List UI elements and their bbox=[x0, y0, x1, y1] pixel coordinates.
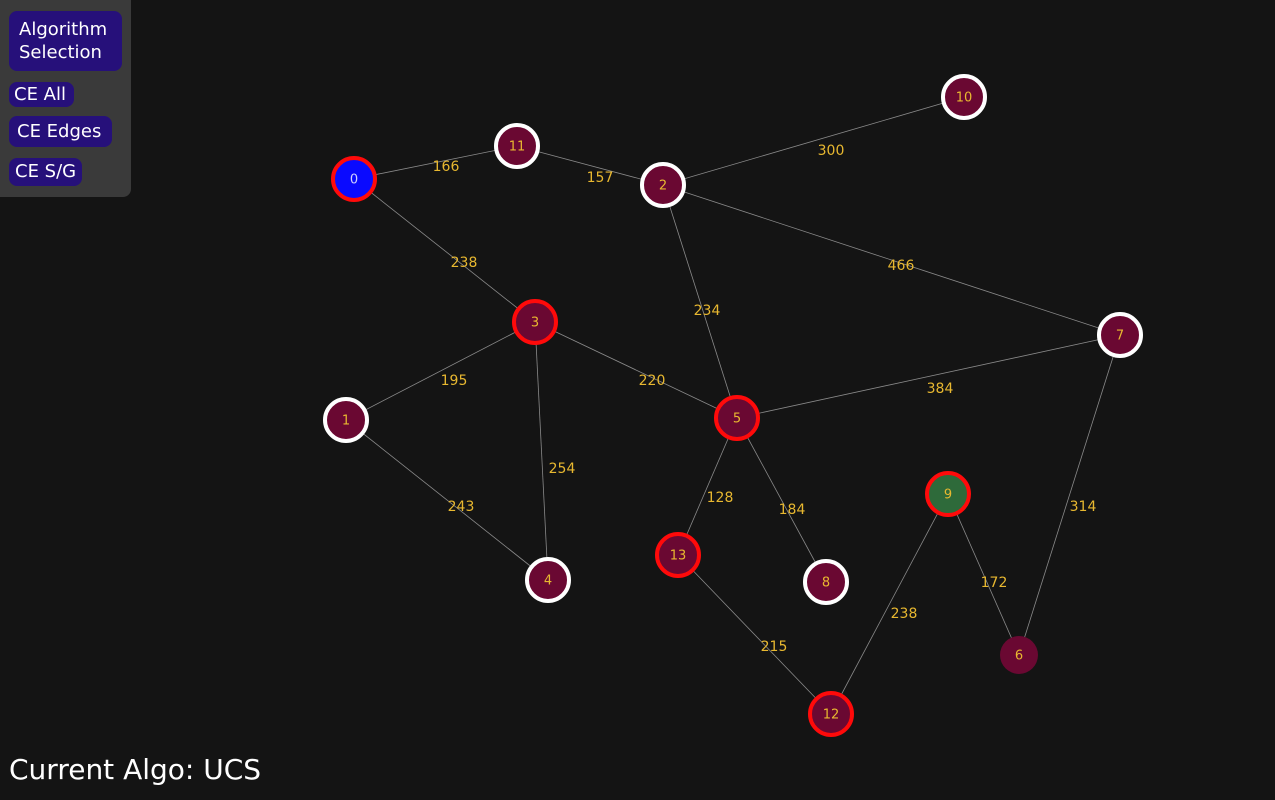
node-label-10: 10 bbox=[956, 91, 973, 106]
edge-9-6 bbox=[947, 493, 1020, 656]
node-circle-3[interactable] bbox=[512, 299, 558, 345]
node-label-6: 6 bbox=[1015, 649, 1023, 664]
node-1[interactable]: 1 bbox=[323, 397, 369, 443]
ce-sg-button[interactable]: CE S/G bbox=[9, 158, 82, 186]
edge-weight-3-5: 220 bbox=[639, 373, 666, 389]
node-2[interactable]: 2 bbox=[640, 162, 686, 208]
node-9[interactable]: 9 bbox=[925, 471, 971, 517]
current-algo-status: Current Algo: UCS bbox=[9, 753, 262, 786]
node-10[interactable]: 10 bbox=[941, 74, 987, 120]
edge-weight-11-2: 157 bbox=[587, 170, 614, 186]
node-label-8: 8 bbox=[822, 576, 830, 591]
node-12[interactable]: 12 bbox=[808, 691, 854, 737]
edge-weight-7-6: 314 bbox=[1070, 499, 1097, 515]
node-label-4: 4 bbox=[544, 574, 552, 589]
edges-layer bbox=[345, 96, 1121, 715]
node-circle-6[interactable] bbox=[1000, 636, 1038, 674]
node-circle-9[interactable] bbox=[925, 471, 971, 517]
edge-weight-2-5: 234 bbox=[694, 303, 721, 319]
edge-9-12 bbox=[830, 493, 949, 715]
edge-weight-2-7: 466 bbox=[888, 258, 915, 274]
node-circle-8[interactable] bbox=[803, 559, 849, 605]
node-7[interactable]: 7 bbox=[1097, 312, 1143, 358]
node-label-2: 2 bbox=[659, 179, 667, 194]
node-5[interactable]: 5 bbox=[714, 395, 760, 441]
node-circle-10[interactable] bbox=[941, 74, 987, 120]
edge-weight-9-12: 238 bbox=[891, 606, 918, 622]
edge-weight-3-1: 195 bbox=[441, 373, 468, 389]
edge-3-5 bbox=[534, 321, 738, 419]
node-label-9: 9 bbox=[944, 488, 952, 503]
node-3[interactable]: 3 bbox=[512, 299, 558, 345]
algorithm-selection-button[interactable]: Algorithm Selection bbox=[9, 11, 122, 71]
node-13[interactable]: 13 bbox=[655, 532, 701, 578]
node-circle-11[interactable] bbox=[494, 123, 540, 169]
edge-3-4 bbox=[534, 321, 549, 581]
edge-13-12 bbox=[677, 554, 832, 715]
node-label-12: 12 bbox=[823, 708, 840, 723]
edge-3-1 bbox=[345, 321, 536, 421]
node-circle-2[interactable] bbox=[640, 162, 686, 208]
edge-2-7 bbox=[662, 184, 1121, 336]
edge-weight-2-10: 300 bbox=[818, 143, 845, 159]
edge-5-8 bbox=[736, 417, 827, 583]
edge-0-11 bbox=[353, 145, 518, 180]
node-0[interactable]: 0 bbox=[331, 156, 377, 202]
edge-5-13 bbox=[677, 417, 738, 556]
edge-weight-13-12: 215 bbox=[761, 639, 788, 655]
edge-weight-3-4: 254 bbox=[549, 461, 576, 477]
node-6[interactable]: 6 bbox=[1000, 636, 1038, 674]
node-circle-0[interactable] bbox=[331, 156, 377, 202]
node-label-13: 13 bbox=[670, 549, 687, 564]
edge-2-10 bbox=[662, 96, 965, 186]
node-11[interactable]: 11 bbox=[494, 123, 540, 169]
node-circle-5[interactable] bbox=[714, 395, 760, 441]
algorithm-selection-label: Algorithm Selection bbox=[19, 19, 108, 63]
edge-5-7 bbox=[736, 334, 1121, 419]
edge-weight-5-7: 384 bbox=[927, 381, 954, 397]
node-label-7: 7 bbox=[1116, 329, 1124, 344]
ce-all-button[interactable]: CE All bbox=[9, 82, 74, 107]
node-label-1: 1 bbox=[342, 414, 350, 429]
edge-0-3 bbox=[353, 178, 536, 323]
node-circle-13[interactable] bbox=[655, 532, 701, 578]
node-circle-4[interactable] bbox=[525, 557, 571, 603]
node-4[interactable]: 4 bbox=[525, 557, 571, 603]
node-label-11: 11 bbox=[509, 140, 526, 155]
ce-edges-button[interactable]: CE Edges bbox=[9, 116, 112, 147]
node-label-3: 3 bbox=[531, 316, 539, 331]
edge-7-6 bbox=[1018, 334, 1121, 656]
edge-weight-5-13: 128 bbox=[707, 490, 734, 506]
node-circle-7[interactable] bbox=[1097, 312, 1143, 358]
node-label-0: 0 bbox=[350, 173, 358, 188]
edge-weight-0-3: 238 bbox=[451, 255, 478, 271]
edge-1-4 bbox=[345, 419, 549, 581]
edge-weight-1-4: 243 bbox=[448, 499, 475, 515]
node-8[interactable]: 8 bbox=[803, 559, 849, 605]
edge-11-2 bbox=[516, 145, 664, 186]
menu-panel: Algorithm Selection CE All CE Edges CE S… bbox=[0, 0, 131, 197]
node-circle-12[interactable] bbox=[808, 691, 854, 737]
edge-weight-0-11: 166 bbox=[433, 159, 460, 175]
node-label-5: 5 bbox=[733, 412, 741, 427]
node-circle-1[interactable] bbox=[323, 397, 369, 443]
edge-weight-5-8: 184 bbox=[779, 502, 806, 518]
edge-2-5 bbox=[662, 184, 738, 419]
edge-weight-9-6: 172 bbox=[981, 575, 1008, 591]
